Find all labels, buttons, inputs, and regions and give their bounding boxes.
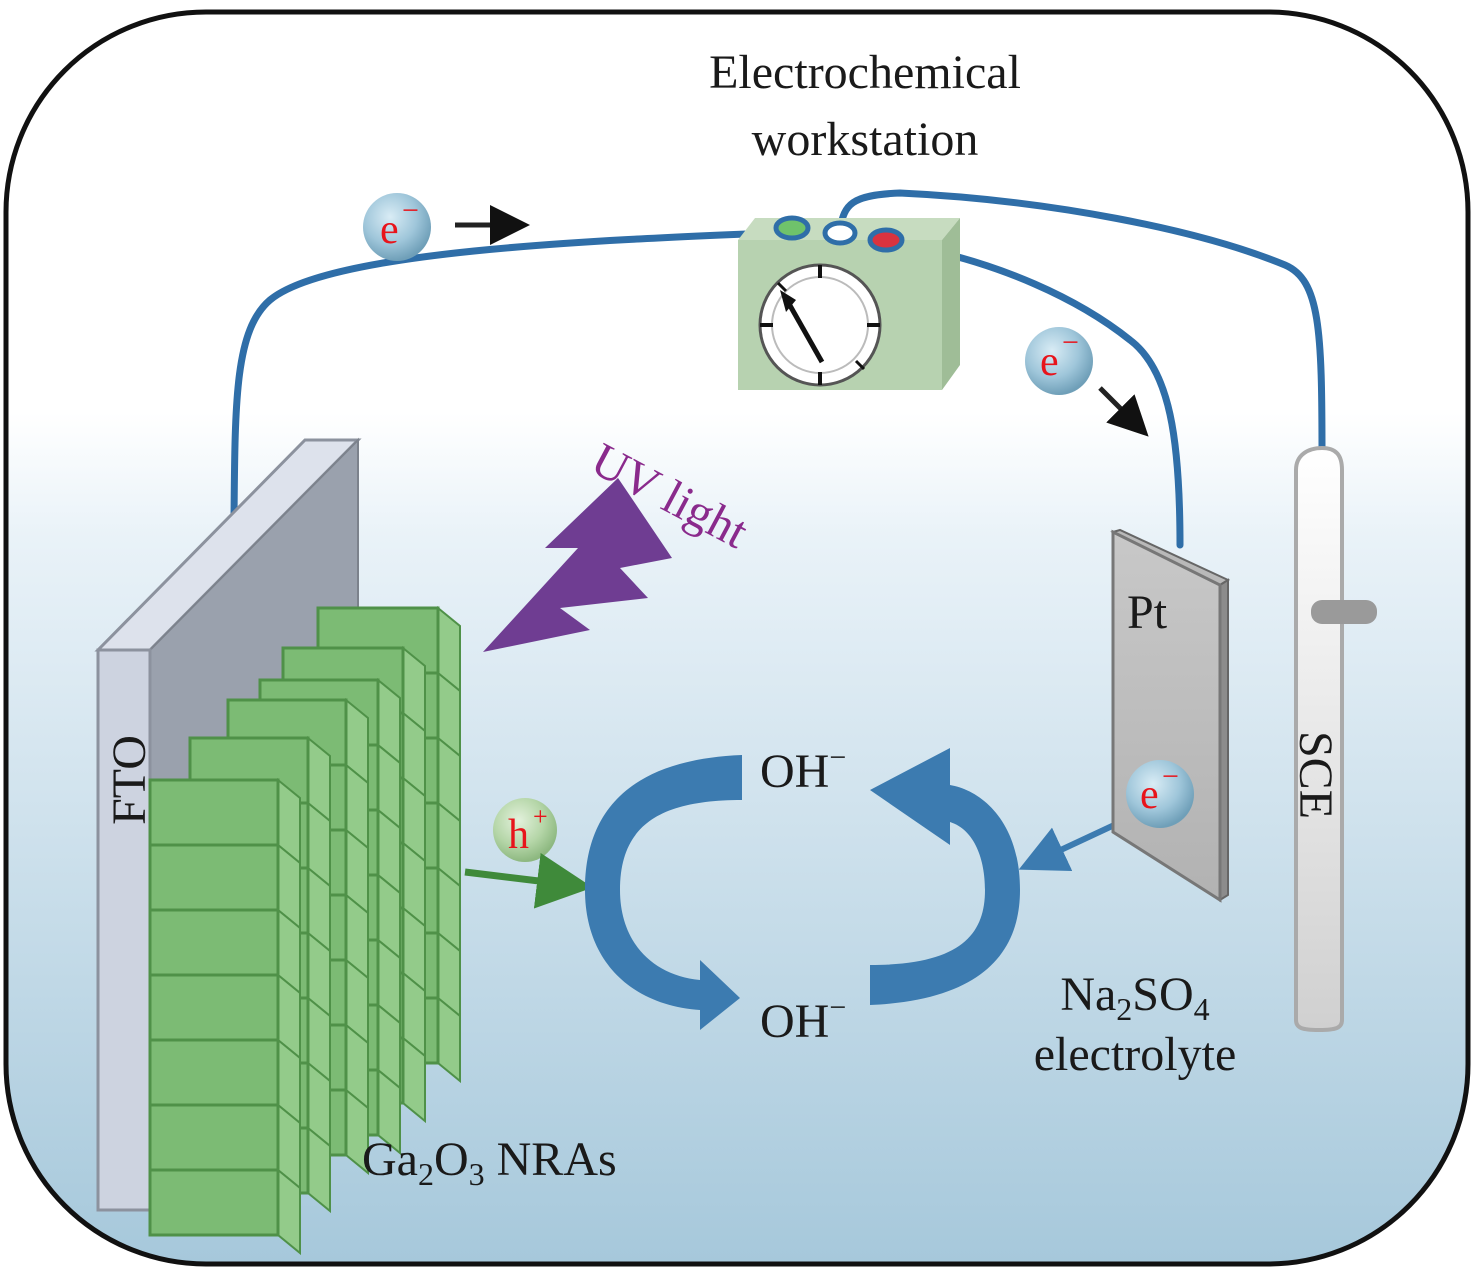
electron-particle-top: e −	[363, 193, 431, 261]
hole-particle: h +	[493, 798, 557, 862]
electron-charge: −	[1062, 326, 1079, 359]
uv-light-bolt-icon	[483, 478, 672, 652]
wire-to-fto	[230, 228, 796, 524]
fto-label: FTO	[103, 735, 156, 825]
electron-particle-right: e −	[1025, 326, 1093, 395]
electron-charge: −	[1162, 760, 1179, 793]
title-line-1: Electrochemical	[709, 46, 1021, 99]
electron-symbol: e	[380, 207, 399, 253]
hole-charge: +	[533, 802, 548, 831]
hydroxide-bottom: OH−	[760, 991, 846, 1048]
electrochemical-workstation	[738, 215, 960, 390]
nanorod	[148, 1168, 280, 1237]
gauge-icon	[758, 263, 882, 387]
electron-symbol: e	[1040, 339, 1059, 385]
terminal-red	[867, 227, 905, 253]
nanorod	[148, 778, 280, 847]
wire-to-pt	[901, 241, 1184, 549]
hydroxide-top: OH−	[760, 741, 846, 798]
wire-to-sce	[836, 189, 1326, 459]
electron-flow-arrow-right	[1098, 386, 1149, 437]
terminal-white	[822, 220, 858, 246]
cycle-arrow-left	[585, 755, 742, 1030]
electron-symbol: e	[1140, 772, 1159, 818]
nanorod	[148, 843, 280, 912]
electron-transfer-arrow	[1018, 817, 1127, 872]
sce-reference-electrode: SCE	[1289, 445, 1377, 1033]
nanorod	[148, 1103, 280, 1172]
cycle-arrow-right	[870, 748, 1020, 1005]
nanorod	[148, 973, 280, 1042]
electrolyte-label: electrolyte	[1034, 1028, 1237, 1081]
terminal-green	[773, 215, 811, 241]
nanorod	[148, 1038, 280, 1107]
nanorod	[148, 908, 280, 977]
electrolyte-formula: Na2SO4	[1060, 968, 1209, 1027]
sce-label: SCE	[1289, 731, 1342, 819]
pt-electrode: Pt e −	[1110, 528, 1231, 903]
electron-charge: −	[402, 194, 419, 227]
hole-flow-arrow	[464, 852, 593, 909]
hole-symbol: h	[508, 812, 529, 858]
ga2o3-nanorod-array	[148, 605, 461, 1256]
pt-label: Pt	[1127, 586, 1168, 639]
title-line-2: workstation	[752, 113, 979, 166]
hydroxide-cycle: OH− OH−	[585, 741, 1020, 1048]
